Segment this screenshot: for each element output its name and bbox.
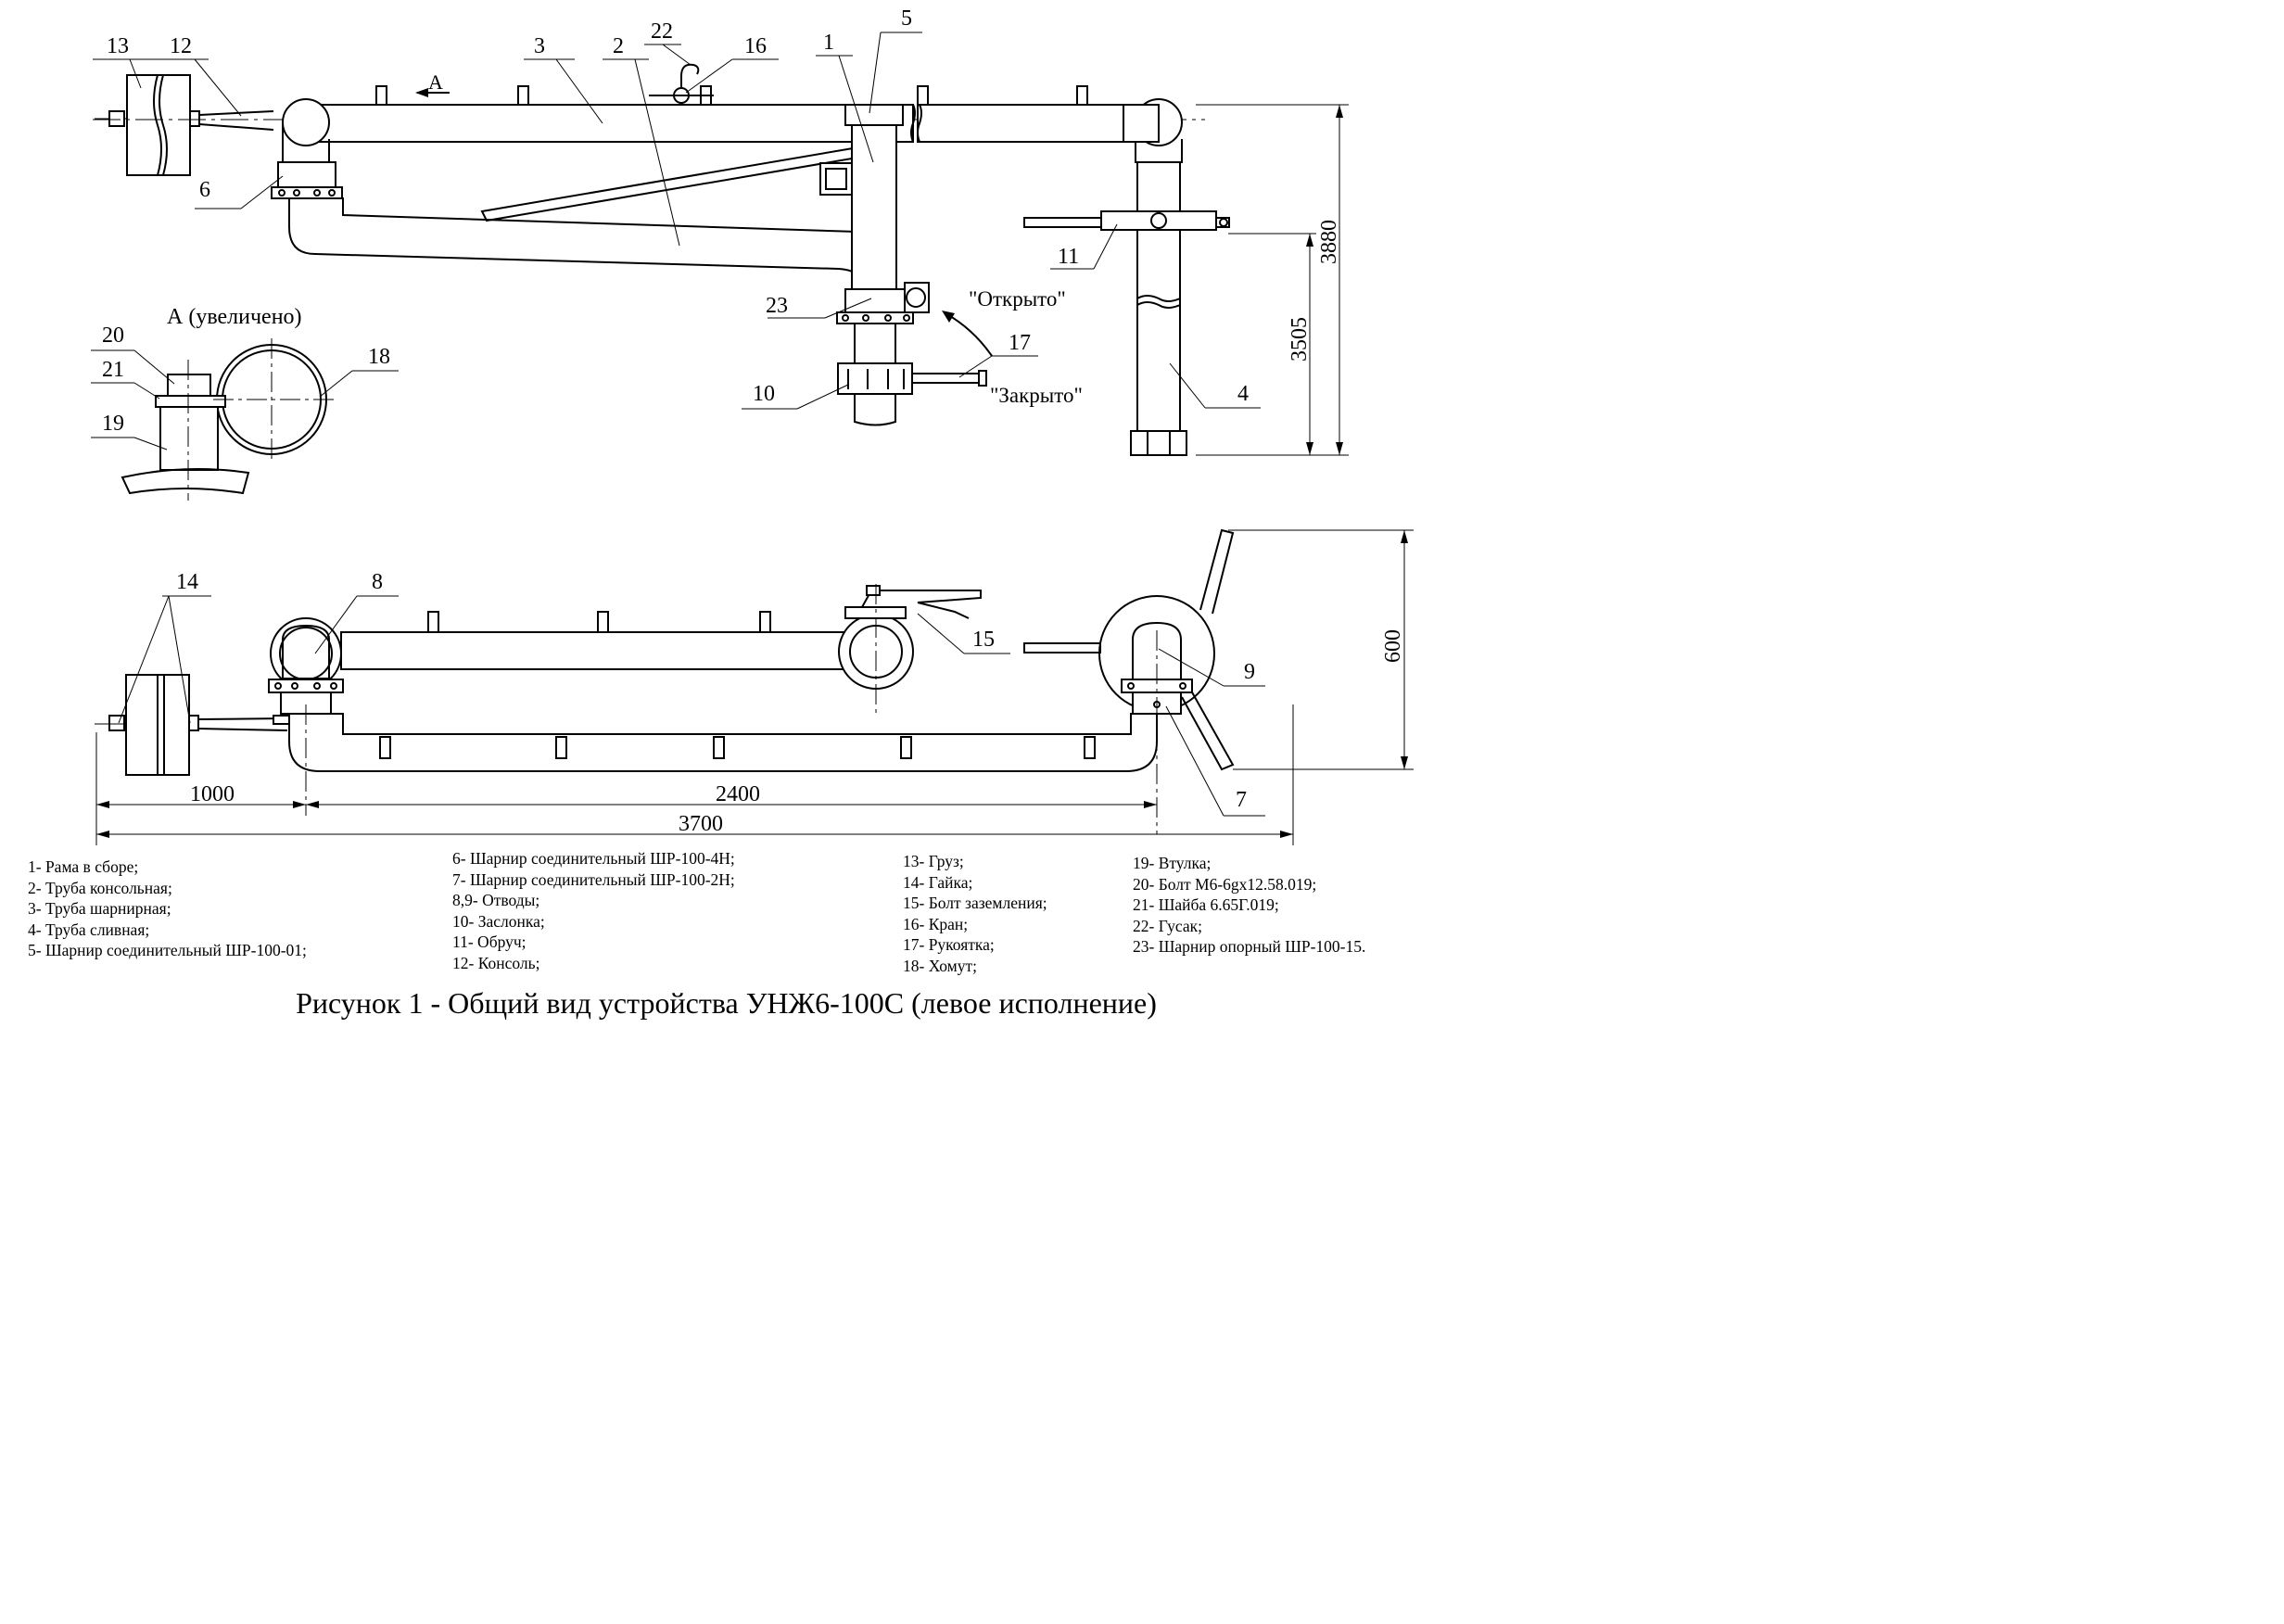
closed-label: "Закрыто"	[990, 384, 1083, 407]
legend-item: 10- Заслонка;	[452, 911, 545, 931]
legend-column-2: 6- Шарнир соединительный ШР-100-4Н; 7- Ш…	[452, 848, 735, 973]
callout-numbers: 13 12 3 2 22 16 1 5 6 23 10 17 11 4 20 2…	[102, 6, 1255, 812]
callout-9: 9	[1244, 660, 1255, 684]
dim-1000: 1000	[190, 782, 235, 806]
callout-2: 2	[613, 34, 624, 58]
callout-4: 4	[1237, 382, 1249, 406]
legend-column-4: 19- Втулка; 20- Болт М6-6gх12.58.019; 21…	[1133, 853, 1365, 958]
callout-21: 21	[102, 358, 124, 382]
callout-8: 8	[372, 570, 383, 594]
figure-caption: Рисунок 1 - Общий вид устройства УНЖ6-10…	[296, 986, 1157, 1020]
callout-leaders	[91, 32, 1265, 817]
frame-column	[851, 122, 897, 296]
sleeve-19	[159, 406, 219, 471]
dim-2400: 2400	[716, 782, 760, 806]
hinged-pipe	[305, 104, 914, 143]
legend-item: 21- Шайба 6.65Г.019;	[1133, 895, 1279, 914]
legend-item: 3- Труба шарнирная;	[28, 899, 171, 918]
hinge-6	[277, 161, 336, 188]
dim-600: 600	[1381, 629, 1405, 663]
legend-item: 6- Шарнир соединительный ШР-100-4Н;	[452, 849, 735, 868]
legend-item: 12- Консоль;	[452, 953, 540, 972]
callout-7: 7	[1236, 788, 1247, 812]
detail-a-view: А (увеличено)	[121, 305, 334, 501]
view-a-label: A	[428, 70, 443, 94]
legend-item: 8,9- Отводы;	[452, 891, 540, 909]
legend-item: 1- Рама в сборе;	[28, 857, 139, 876]
legend-item: 17- Рукоятка;	[903, 935, 995, 954]
legend-column-3: 13- Груз; 14- Гайка; 15- Болт заземления…	[903, 851, 1047, 976]
legend-item: 16- Кран;	[903, 914, 969, 933]
callout-3: 3	[534, 34, 545, 58]
callout-16: 16	[744, 34, 767, 58]
legend-item: 2- Труба консольная;	[28, 878, 172, 897]
callout-10: 10	[753, 382, 775, 406]
callout-1: 1	[823, 31, 834, 55]
legend-item: 14- Гайка;	[903, 872, 973, 892]
legend-item: 13- Груз;	[903, 852, 964, 870]
callout-14: 14	[176, 570, 198, 594]
callout-13: 13	[107, 34, 129, 58]
legend-item: 4- Труба сливная;	[28, 920, 150, 939]
legend-item: 15- Болт заземления;	[903, 894, 1047, 912]
callout-20: 20	[102, 324, 124, 348]
callout-11: 11	[1058, 245, 1079, 269]
console-pipe	[288, 197, 895, 296]
dim-3880: 3880	[1317, 220, 1341, 264]
legend-item: 7- Шарнир соединительный ШР-100-2Н;	[452, 869, 735, 889]
callout-18: 18	[368, 345, 390, 369]
elbow-9	[1132, 621, 1182, 680]
callout-5: 5	[901, 6, 912, 31]
front-elevation-view: A "Открыто" "Закрыто" 3880 3505	[93, 63, 1349, 456]
dim-3505: 3505	[1288, 317, 1312, 362]
callout-17: 17	[1009, 331, 1031, 355]
technical-drawing: A "Открыто" "Закрыто" 3880 3505 А (увели…	[91, 6, 1414, 845]
callout-15: 15	[972, 628, 995, 652]
dim-3700: 3700	[679, 812, 723, 836]
legend-item: 23- Шарнир опорный ШР-100-15.	[1133, 937, 1366, 956]
callout-23: 23	[766, 294, 788, 318]
legend-item: 22- Гусак;	[1133, 916, 1203, 935]
legend-item: 5- Шарнир соединительный ШР-100-01;	[28, 941, 307, 959]
callout-22: 22	[651, 19, 673, 44]
support-hinge-23	[844, 288, 906, 313]
legend-column-1: 1- Рама в сборе; 2- Труба консольная; 3-…	[28, 856, 307, 961]
legend-item: 11- Обруч;	[452, 933, 527, 951]
legend-item: 20- Болт М6-6gх12.58.019;	[1133, 874, 1317, 894]
legend-item: 19- Втулка;	[1133, 854, 1212, 872]
plan-view: 1000 2400 3700 600	[95, 528, 1414, 845]
detail-a-title: А (увеличено)	[167, 305, 302, 329]
callout-6: 6	[199, 178, 210, 202]
callout-12: 12	[170, 34, 192, 58]
legend-item: 18- Хомут;	[903, 956, 977, 975]
open-label: "Открыто"	[969, 287, 1066, 311]
callout-19: 19	[102, 412, 124, 436]
